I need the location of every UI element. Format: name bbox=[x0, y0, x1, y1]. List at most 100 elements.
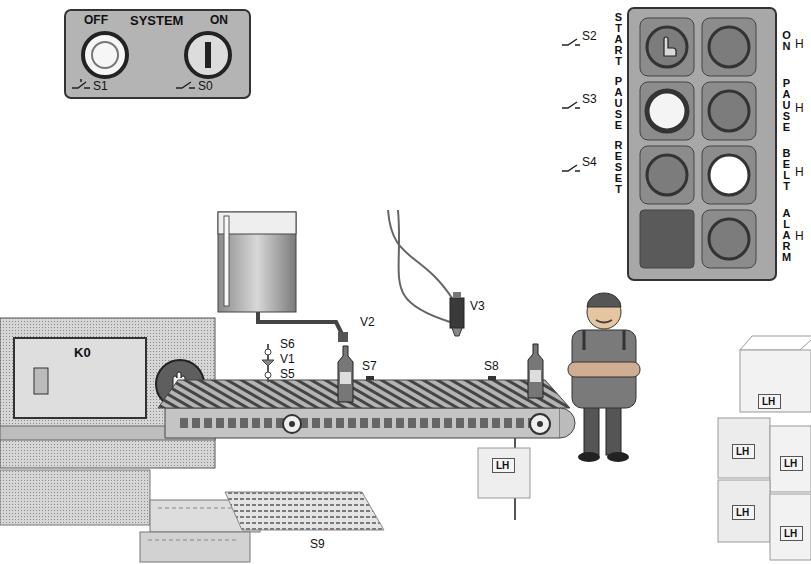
belt-links bbox=[180, 418, 545, 428]
no-switch-symbol bbox=[176, 82, 195, 88]
start-button bbox=[640, 18, 694, 76]
node-text: K0 bbox=[74, 345, 92, 360]
node-text: LH bbox=[762, 396, 777, 407]
conveyor bbox=[158, 344, 575, 530]
node-text: LH bbox=[736, 446, 751, 457]
carton bbox=[740, 350, 811, 412]
bottle bbox=[338, 346, 353, 402]
on-button bbox=[186, 33, 230, 77]
sensor-name: S5 bbox=[280, 368, 295, 381]
machine-door bbox=[14, 338, 146, 418]
lamp-name: ON bbox=[781, 30, 792, 52]
straps bbox=[584, 330, 624, 350]
valve-name: V2 bbox=[360, 316, 375, 329]
off-button-ring bbox=[92, 42, 118, 68]
carton bbox=[718, 480, 770, 542]
sensor-name: S8 bbox=[484, 360, 499, 373]
panel-body bbox=[65, 10, 250, 98]
belt-lamp bbox=[702, 146, 756, 204]
moustache bbox=[596, 320, 612, 323]
roller-axle bbox=[537, 421, 543, 427]
valve-name: V3 bbox=[470, 300, 485, 313]
on-lamp-face bbox=[709, 27, 749, 67]
button-name: PAUSE bbox=[613, 76, 624, 131]
sensor-s5 bbox=[265, 372, 271, 378]
pause-button bbox=[640, 82, 694, 140]
sensor-s7 bbox=[366, 376, 374, 380]
belt-lamp-face bbox=[709, 155, 749, 195]
lamp-name: ALARM bbox=[781, 208, 792, 263]
door-handle bbox=[34, 368, 48, 394]
carton-label: LH bbox=[758, 394, 781, 409]
bottle-label bbox=[530, 370, 541, 382]
switch-name: S3 bbox=[582, 93, 597, 106]
node-text: LH bbox=[784, 458, 799, 469]
panel-body bbox=[628, 8, 776, 280]
switch-name: S1 bbox=[93, 80, 108, 93]
switch-name: S2 bbox=[582, 30, 597, 43]
no-switch-symbol bbox=[562, 39, 580, 45]
cartons bbox=[478, 336, 811, 560]
sensor-name: S6 bbox=[280, 338, 295, 351]
worker bbox=[568, 293, 640, 462]
switch-state: OFF bbox=[84, 14, 108, 27]
switch-state: ON bbox=[210, 14, 228, 27]
sensor-s8 bbox=[488, 376, 496, 380]
air-hose bbox=[398, 210, 450, 322]
tank-top bbox=[218, 212, 296, 234]
carton-label: LH bbox=[492, 458, 515, 473]
fill-valve bbox=[338, 332, 348, 342]
carton bbox=[718, 418, 770, 478]
no-switch-symbol bbox=[562, 165, 580, 171]
air-hose bbox=[388, 210, 452, 298]
pause-lamp-face bbox=[709, 91, 749, 131]
lamp-prefix: H bbox=[795, 166, 804, 179]
alarm-lamp bbox=[702, 210, 756, 268]
carton bbox=[770, 426, 811, 492]
sensor-name: S9 bbox=[310, 538, 325, 551]
button-name: START bbox=[613, 12, 624, 67]
belt-side bbox=[165, 408, 560, 438]
cap bbox=[587, 293, 621, 307]
filling-station bbox=[218, 210, 464, 342]
node-text: LH bbox=[496, 460, 511, 471]
on-lamp bbox=[702, 18, 756, 76]
sensor-pad-s9 bbox=[225, 492, 384, 530]
valve-nozzle bbox=[452, 328, 462, 336]
blank-plate bbox=[640, 210, 694, 268]
on-button-bar bbox=[205, 42, 211, 68]
switch-name: S4 bbox=[582, 156, 597, 169]
sensor-s6 bbox=[265, 349, 271, 355]
carton-label: LH bbox=[732, 505, 755, 520]
lamp-name: PAUSE bbox=[781, 78, 792, 133]
node-text: LH bbox=[736, 507, 751, 518]
start-button-face bbox=[647, 27, 687, 67]
carton-label: LH bbox=[780, 456, 803, 471]
carton-label: LH bbox=[780, 526, 803, 541]
tank bbox=[218, 212, 296, 312]
lamp-name: BELT bbox=[781, 148, 792, 192]
sensor-name: S7 bbox=[362, 360, 377, 373]
box-stack bbox=[140, 532, 250, 562]
roller bbox=[283, 415, 301, 433]
level-tube bbox=[224, 216, 229, 306]
lamp-prefix: H bbox=[795, 102, 804, 115]
fill-pipe bbox=[258, 312, 342, 334]
nc-switch-symbol bbox=[72, 79, 90, 88]
lamp-prefix: H bbox=[795, 38, 804, 51]
carton-flaps bbox=[740, 336, 811, 350]
node-text: LH bbox=[784, 528, 799, 539]
node-text: SYSTEM bbox=[130, 13, 185, 28]
belt-top bbox=[158, 380, 570, 408]
capping-valve bbox=[450, 298, 464, 328]
carton bbox=[770, 494, 811, 560]
no-switch-symbol bbox=[562, 102, 580, 108]
pause-lamp bbox=[702, 82, 756, 140]
bottle-label bbox=[340, 372, 351, 384]
belt-end bbox=[560, 408, 575, 438]
button-name: RESET bbox=[613, 140, 624, 195]
bottles bbox=[338, 344, 543, 402]
